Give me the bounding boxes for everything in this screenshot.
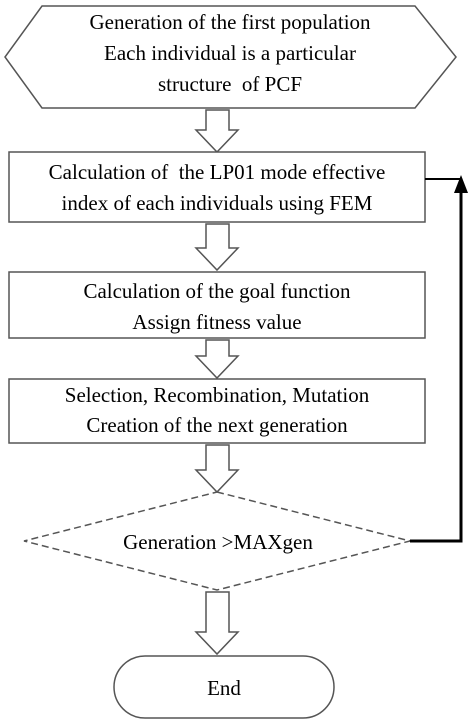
start-line-2: Each individual is a particular [104, 41, 356, 65]
step-3-line-1: Selection, Recombination, Mutation [65, 383, 370, 407]
feedback-line [410, 192, 463, 543]
flow-arrow-2 [194, 223, 240, 272]
feedback-loop-arrow [410, 175, 468, 543]
start-hexagon-shape [4, 5, 457, 109]
step-1-line-1: Calculation of the LP01 mode effective [49, 160, 386, 184]
decision-label: Generation >MAXgen [123, 530, 313, 554]
step-2-line-1: Calculation of the goal function [83, 279, 351, 303]
step-2-box [8, 271, 426, 339]
flow-arrow-1 [194, 109, 240, 154]
start-line-1: Generation of the first population [89, 10, 371, 34]
step-genetic-operators: Selection, Recombination, Mutation Creat… [8, 378, 426, 444]
end-terminator-shape [113, 655, 335, 719]
end-node: End [113, 655, 335, 719]
step-3-line-2: Creation of the next generation [86, 413, 348, 437]
flow-arrow-5 [194, 591, 240, 656]
step-goal-function: Calculation of the goal function Assign … [8, 271, 426, 339]
step-3-box [8, 378, 426, 444]
start-node: Generation of the first population Each … [4, 5, 457, 109]
decision-node: Generation >MAXgen [23, 491, 411, 591]
step-2-line-2: Assign fitness value [132, 310, 301, 334]
end-label: End [207, 676, 241, 700]
step-1-line-2: index of each individuals using FEM [62, 191, 373, 215]
start-line-3: structure of PCF [158, 72, 302, 96]
flow-arrow-3 [194, 339, 240, 380]
flow-arrow-4 [194, 444, 240, 494]
step-1-box [8, 151, 426, 223]
decision-diamond-shape [23, 491, 411, 591]
feedback-arrowhead [454, 175, 468, 193]
step-evaluate-effective-index: Calculation of the LP01 mode effective i… [8, 151, 426, 223]
